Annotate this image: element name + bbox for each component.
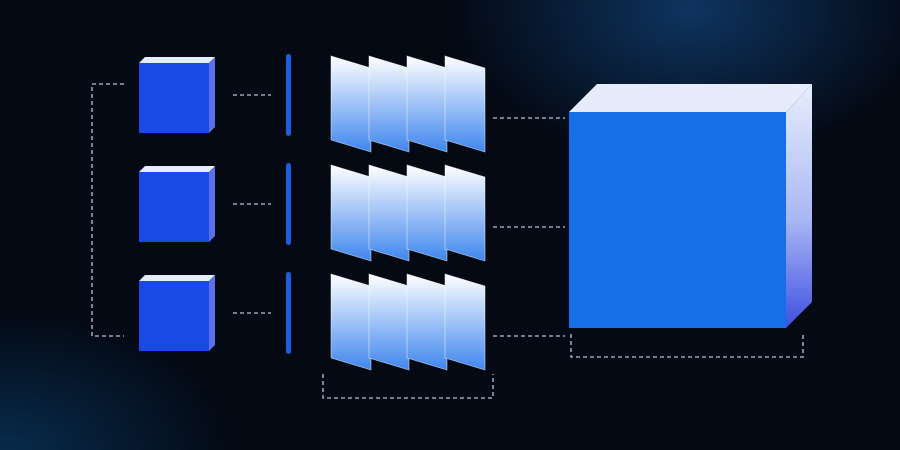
feature-panel — [406, 273, 448, 371]
cube-side — [209, 166, 215, 242]
feature-panel — [330, 273, 372, 371]
cube-face — [139, 63, 209, 133]
left-bracket-connector — [91, 83, 124, 337]
output-bracket — [570, 334, 804, 358]
feature-panel — [330, 55, 372, 153]
feature-panel — [368, 55, 410, 153]
cube-face — [139, 172, 209, 242]
panel-stack — [330, 55, 486, 153]
small-cube-icon — [139, 57, 215, 133]
divider-bar — [286, 163, 291, 245]
feature-panel — [406, 55, 448, 153]
small-cube-icon — [139, 166, 215, 242]
panel-stack — [330, 273, 486, 371]
small-cube-icon — [139, 275, 215, 351]
feature-panel — [368, 273, 410, 371]
feature-panel — [444, 273, 486, 371]
cube-top — [569, 84, 812, 112]
feature-panel — [368, 164, 410, 262]
panel-group-bracket — [322, 374, 494, 399]
feature-panel — [406, 164, 448, 262]
cube-top — [139, 57, 215, 63]
feature-panel — [330, 164, 372, 262]
divider-bar — [286, 272, 291, 354]
cube-face — [569, 112, 786, 328]
cube-top — [139, 275, 215, 281]
cube-side — [209, 275, 215, 351]
cube-side — [209, 57, 215, 133]
feature-panel — [444, 164, 486, 262]
panel-stack — [330, 164, 486, 262]
cube-top — [139, 166, 215, 172]
cube-side — [786, 84, 812, 328]
large-cube-icon — [569, 84, 812, 328]
divider-bar — [286, 54, 291, 136]
cube-face — [139, 281, 209, 351]
feature-panel — [444, 55, 486, 153]
